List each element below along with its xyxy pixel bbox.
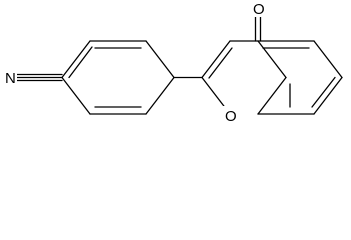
carbonyl-group: [254, 15, 262, 42]
atom-label-o-carbonyl: O: [253, 1, 265, 18]
bond-b3: [313, 76, 343, 115]
bond-c4-c5: [145, 76, 175, 115]
pyranone-ring: [201, 40, 287, 115]
bond-inner-3: [68, 46, 93, 79]
bond-c1-c2: [61, 40, 91, 79]
bond-c6-c1: [61, 76, 91, 115]
bond-c2-c3-double: [208, 47, 233, 79]
atom-oxygen-ring: O: [223, 106, 238, 125]
benzonitrile-ring: [61, 40, 175, 115]
bond-c3-c4: [145, 40, 175, 79]
bond-inner-b2: [311, 76, 336, 108]
bond-b2: [313, 40, 343, 79]
nitrile-group: [16, 73, 63, 82]
atom-oxygen-carbonyl: O: [251, 0, 265, 18]
bond-c8a-o1: [257, 76, 287, 115]
atom-nitrogen: N: [3, 68, 17, 87]
atom-label-n: N: [5, 70, 16, 87]
molecular-structure: N O O: [3, 0, 343, 125]
fused-benzene-ring: [257, 40, 343, 115]
bond-c2-c3-chromone: [201, 40, 231, 79]
bond-c4-c4a: [257, 40, 287, 79]
atom-label-o-ring: O: [225, 108, 237, 125]
